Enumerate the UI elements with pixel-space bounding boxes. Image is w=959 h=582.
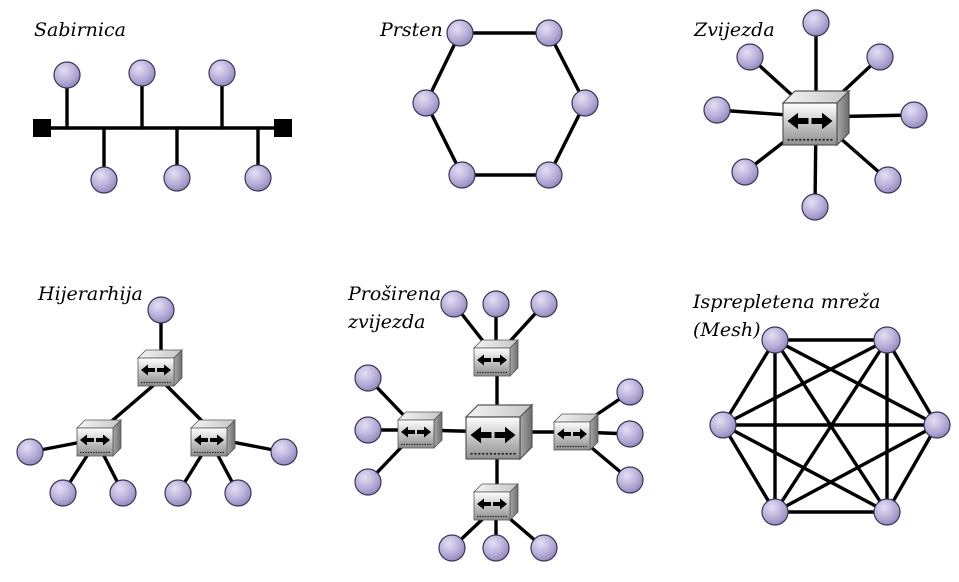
hierarchy-node <box>147 296 175 324</box>
star-node <box>731 158 759 186</box>
extended-star-node <box>530 534 558 562</box>
ring-topology <box>412 19 599 189</box>
ring-node <box>571 89 599 117</box>
star-node <box>736 43 764 71</box>
bus-node <box>208 59 236 87</box>
mesh-links <box>721 338 939 514</box>
extended-star-node <box>440 290 468 318</box>
extended-star-central-switch-icon <box>465 404 533 460</box>
extended-star-node <box>354 364 382 392</box>
star-node <box>900 101 928 129</box>
bus-node <box>53 61 81 89</box>
extended-star-bottom-switch-icon <box>473 483 519 521</box>
extended-star-right-switch-icon <box>553 413 599 451</box>
ring-label: Prsten <box>380 19 443 41</box>
extended-star-node <box>354 468 382 496</box>
bus-node <box>244 164 272 192</box>
extended-star-node <box>482 290 510 318</box>
bus-node <box>90 166 118 194</box>
extended-star-node <box>354 416 382 444</box>
hierarchy-node <box>164 479 192 507</box>
star-node <box>801 193 829 221</box>
extended-star-node <box>616 420 644 448</box>
extended-star-topology <box>354 290 644 562</box>
ring-node <box>412 89 440 117</box>
hierarchy-label: Hijerarhija <box>38 283 143 305</box>
star-node <box>703 96 731 124</box>
extended-star-node <box>482 534 510 562</box>
star-topology <box>703 9 928 221</box>
ring-node <box>535 161 563 189</box>
hierarchy-right-switch-icon <box>190 419 236 457</box>
mesh-node <box>873 498 901 526</box>
mesh-label-line1: Isprepletena mreža <box>693 291 881 313</box>
star-node <box>802 9 830 37</box>
hierarchy-left-switch-icon <box>76 419 122 457</box>
hierarchy-node <box>16 438 44 466</box>
extended-star-left-switch-icon <box>397 411 443 449</box>
star-node <box>874 166 902 194</box>
bus-node <box>163 164 191 192</box>
mesh-label-line2: (Mesh) <box>693 319 761 341</box>
bus-label: Sabirnica <box>34 19 126 41</box>
extended-star-node <box>616 378 644 406</box>
extended-star-node <box>616 466 644 494</box>
mesh-node <box>923 411 951 439</box>
hierarchy-node <box>224 479 252 507</box>
extended-star-node <box>530 290 558 318</box>
extended-star-label-line1: Proširena <box>348 283 442 305</box>
mesh-node <box>761 498 789 526</box>
mesh-node <box>709 411 737 439</box>
ring-node <box>448 161 476 189</box>
bus-terminator-left <box>33 119 51 137</box>
extended-star-node <box>438 534 466 562</box>
ring-node <box>535 19 563 47</box>
extended-star-label-line2: zvijezda <box>348 311 426 333</box>
mesh-node <box>761 326 789 354</box>
star-label: Zvijezda <box>694 19 775 41</box>
ring-node <box>446 19 474 47</box>
ring-links <box>424 31 587 177</box>
hierarchy-node <box>49 479 77 507</box>
hierarchy-node <box>109 479 137 507</box>
hierarchy-node <box>270 438 298 466</box>
extended-star-top-switch-icon <box>473 339 519 377</box>
bus-node <box>128 59 156 87</box>
bus-topology <box>33 59 292 194</box>
hierarchy-root-switch-icon <box>137 349 183 387</box>
hierarchy-topology <box>16 296 298 507</box>
star-node <box>866 43 894 71</box>
mesh-topology <box>709 326 951 526</box>
star-central-switch-icon <box>782 90 850 146</box>
bus-terminator-right <box>274 119 292 137</box>
mesh-node <box>873 326 901 354</box>
